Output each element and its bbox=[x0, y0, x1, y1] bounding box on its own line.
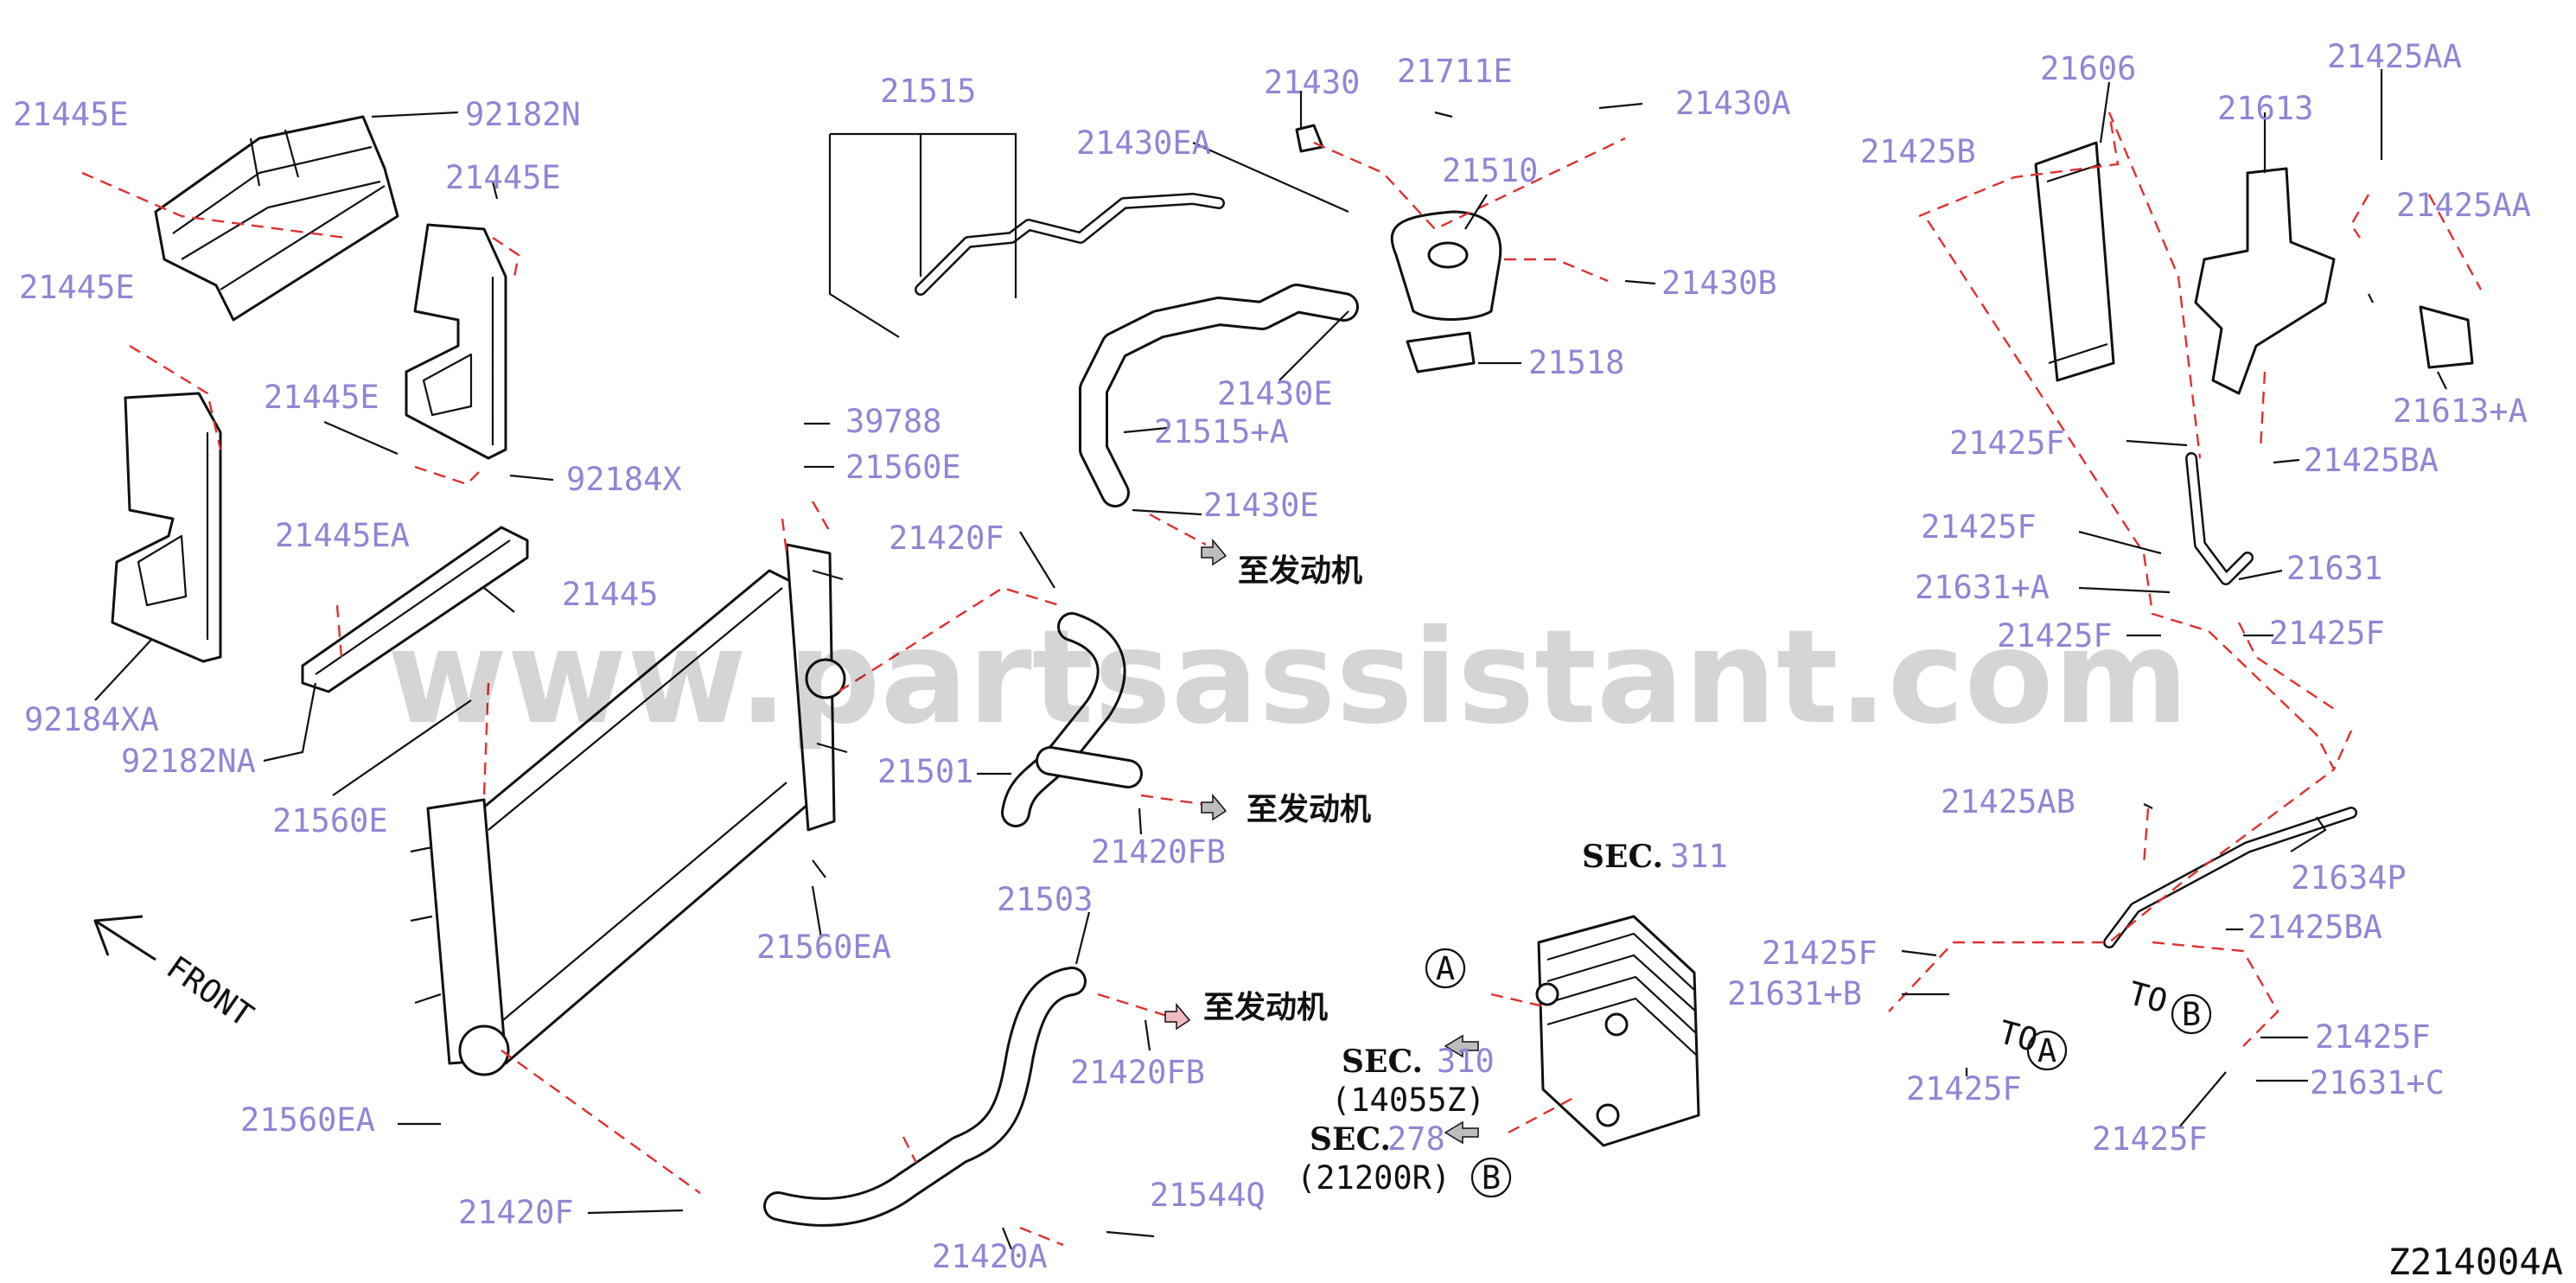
watermark: www.partsassistant.com bbox=[387, 603, 2189, 753]
part-label: 21425AA bbox=[2396, 187, 2531, 224]
part-label: 21420F bbox=[458, 1194, 574, 1231]
callout-a-label: A bbox=[1436, 950, 1455, 987]
part-label: 21445EA bbox=[275, 517, 410, 554]
part-label: 21425BA bbox=[2304, 442, 2439, 479]
air-guide-upper bbox=[154, 115, 399, 322]
part-label: 92182NA bbox=[121, 743, 256, 780]
part-label: 21425F bbox=[1997, 617, 2113, 654]
part-label: 21503 bbox=[997, 881, 1093, 918]
hose-21501 bbox=[1001, 612, 1143, 827]
hose-21515 bbox=[915, 193, 1225, 296]
callout-a-target: A bbox=[2037, 1032, 2056, 1069]
part-label: 21631+B bbox=[1727, 975, 1862, 1012]
part-label: 21613+A bbox=[2393, 393, 2528, 430]
part-label: 21613 bbox=[2217, 90, 2313, 127]
oil-cooler bbox=[1535, 915, 1700, 1147]
part-label: 21445E bbox=[19, 269, 135, 306]
hose-21631 bbox=[2185, 452, 2254, 585]
to-engine-label-3: 至发动机 bbox=[1203, 990, 1328, 1025]
leader-lines bbox=[94, 69, 2447, 1250]
part-label: 21430E bbox=[1203, 487, 1319, 524]
part-label: 21510 bbox=[1442, 152, 1538, 189]
part-label: 21425AA bbox=[2327, 38, 2462, 75]
part-label: 21430E bbox=[1217, 375, 1333, 412]
part-label: 21425AB bbox=[1941, 783, 2075, 820]
part-label: 21631+A bbox=[1915, 569, 2050, 606]
part-label: 21420A bbox=[932, 1238, 1048, 1275]
part-number-labels: 21445E 92182N 21445E 21445E 21445E 92184… bbox=[13, 38, 2531, 1275]
part-label: 21425F bbox=[1949, 424, 2065, 462]
callout-b-target: B bbox=[2182, 996, 2201, 1033]
part-label: 21425F bbox=[1762, 935, 1878, 972]
section-refs: SEC. 311 SEC. 310 (14055Z) SEC. 278 (212… bbox=[1297, 838, 1728, 1197]
part-label: 21420FB bbox=[1091, 833, 1226, 871]
hose-21515-a bbox=[1079, 284, 1359, 507]
callout-circles: A B A B TO TO bbox=[1425, 948, 2212, 1198]
sec-278-sub: (21200R) bbox=[1297, 1159, 1451, 1197]
part-label: 21425F bbox=[2315, 1018, 2431, 1056]
sec-310-sub: (14055Z) bbox=[1331, 1082, 1485, 1119]
reservoir-tank bbox=[1295, 124, 1502, 373]
radiator bbox=[410, 543, 848, 1076]
part-label: 21634P bbox=[2291, 859, 2407, 897]
part-label: 92182N bbox=[465, 96, 581, 133]
dashed-guides bbox=[81, 112, 2483, 1247]
to-engine-label-1: 至发动机 bbox=[1238, 553, 1362, 589]
sec-310-number: 310 bbox=[1437, 1043, 1495, 1080]
part-label: 21631+C bbox=[2310, 1064, 2445, 1101]
part-label: 21430 bbox=[1264, 64, 1360, 101]
part-label: 21430EA bbox=[1076, 124, 1211, 162]
sec-278-number: 278 bbox=[1387, 1120, 1445, 1158]
part-label: 21430A bbox=[1675, 85, 1791, 122]
sec-278-prefix: SEC. bbox=[1310, 1121, 1391, 1158]
part-label: 21711E bbox=[1397, 53, 1513, 90]
bracket-21613 bbox=[2194, 167, 2336, 395]
part-label: 21560E bbox=[845, 449, 961, 486]
callout-b-label: B bbox=[1482, 1159, 1501, 1197]
part-label: 21430B bbox=[1661, 265, 1777, 302]
part-label: 21544Q bbox=[1150, 1177, 1266, 1214]
air-guide-side-right bbox=[405, 223, 507, 460]
part-label: 21425BA bbox=[2248, 909, 2382, 946]
sec-310-prefix: SEC. bbox=[1342, 1044, 1423, 1080]
part-label: 92184X bbox=[566, 461, 682, 498]
bracket-21613-a bbox=[2419, 305, 2474, 369]
part-label: 21445E bbox=[264, 379, 379, 416]
part-label: 92184XA bbox=[24, 701, 159, 738]
sec-311-number: 311 bbox=[1670, 838, 1728, 875]
part-label: 21425F bbox=[2092, 1120, 2208, 1158]
part-label: 21606 bbox=[2040, 50, 2136, 87]
oil-cooler-21606 bbox=[2034, 141, 2115, 382]
part-label: 21425B bbox=[1860, 133, 1976, 170]
part-label: 21445E bbox=[13, 96, 129, 133]
part-label: 21420F bbox=[889, 520, 1004, 557]
part-label: 21425F bbox=[2269, 615, 2385, 652]
part-label: 21445E bbox=[445, 159, 561, 196]
pipe-21634p bbox=[2103, 807, 2357, 948]
part-label: 21425F bbox=[1921, 508, 2037, 546]
part-label: 21515 bbox=[880, 73, 976, 110]
part-label: 21425F bbox=[1906, 1070, 2022, 1107]
flow-arrows bbox=[93, 538, 1479, 1145]
part-label: 21560E bbox=[272, 802, 388, 839]
part-label: 21420FB bbox=[1070, 1054, 1205, 1091]
part-label: 21631 bbox=[2286, 550, 2382, 587]
part-label: 39788 bbox=[845, 403, 941, 440]
figure-code: Z214004A bbox=[2388, 1241, 2563, 1283]
part-label: 21518 bbox=[1528, 344, 1624, 381]
to-engine-label-2: 至发动机 bbox=[1247, 792, 1371, 827]
air-guide-side-left bbox=[111, 392, 222, 663]
upper-support-bar bbox=[301, 526, 529, 693]
part-label: 21445 bbox=[562, 576, 658, 613]
hose-21503 bbox=[763, 967, 1087, 1227]
sec-311-prefix: SEC. bbox=[1582, 839, 1663, 875]
part-label: 21560EA bbox=[240, 1101, 375, 1139]
part-label: 21501 bbox=[877, 753, 973, 790]
part-label: 21515+A bbox=[1154, 413, 1289, 450]
part-label: 21560EA bbox=[756, 929, 891, 966]
to-engine-labels: 至发动机 至发动机 至发动机 bbox=[1203, 553, 1371, 1025]
